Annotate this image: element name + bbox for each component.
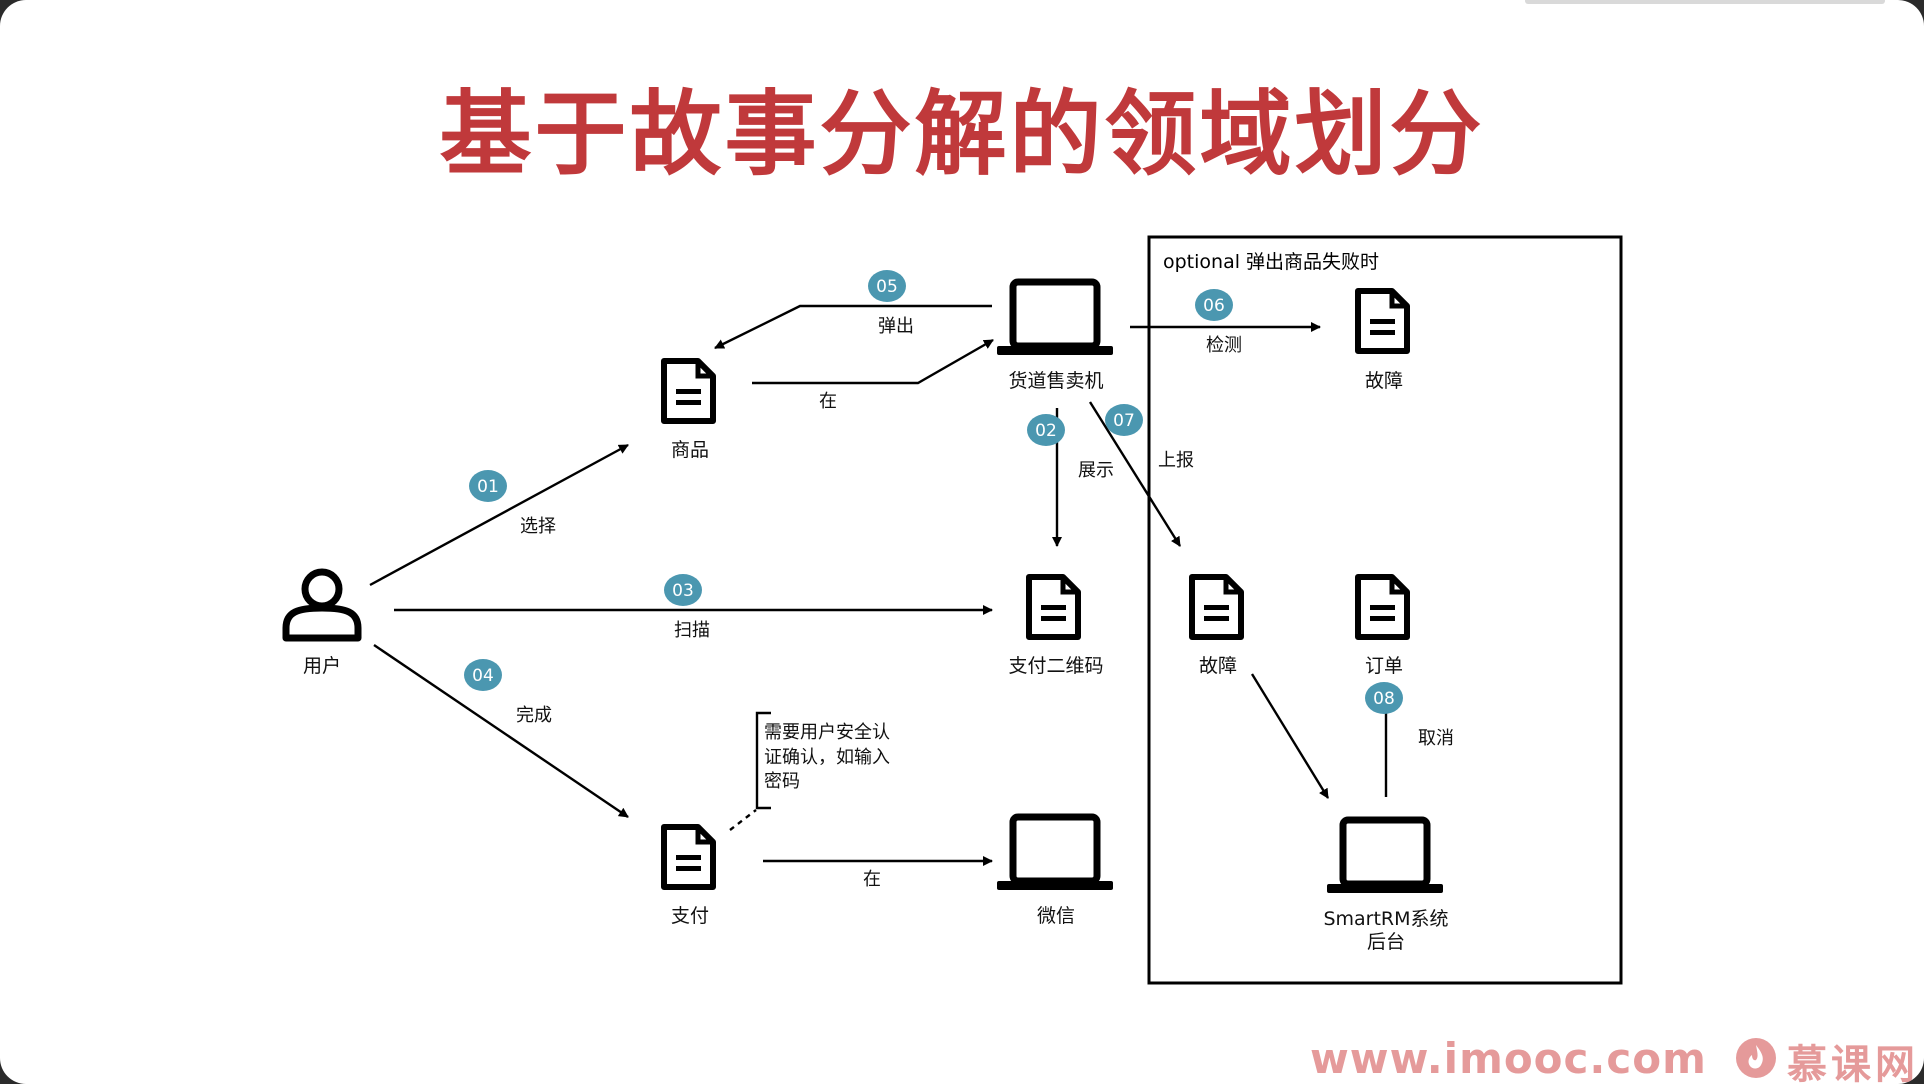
imooc-logo-icon: [1736, 1038, 1776, 1078]
slide-title: 基于故事分解的领域划分: [439, 81, 1485, 188]
optional-frame: [1147, 235, 1623, 985]
goods-document-icon: [664, 361, 713, 421]
node-label-smartrm-line1: SmartRM系统: [1323, 908, 1448, 930]
payment-document-icon: [664, 827, 713, 887]
step-label-report: 上报: [1158, 450, 1194, 471]
step-num-02: 02: [1035, 421, 1057, 441]
arrow-goods-in-machine: [752, 338, 994, 385]
step-label-detect: 检测: [1206, 335, 1242, 356]
arrow-select: [369, 443, 629, 587]
relation-payment-in-wechat: 在: [863, 869, 881, 890]
note-line-1: 需要用户安全认: [764, 722, 890, 743]
vending-machine-laptop-icon: [997, 282, 1113, 355]
optional-frame-label: optional 弹出商品失败时: [1163, 251, 1379, 273]
watermark-brand-text: 慕课网: [1787, 1042, 1919, 1084]
node-label-goods: 商品: [671, 439, 709, 461]
note-line-3: 密码: [764, 771, 800, 792]
relation-goods-in-machine: 在: [819, 391, 837, 412]
note-line-2: 证确认，如输入: [764, 747, 890, 768]
watermark-brand: 慕课网: [1735, 1032, 1919, 1084]
step-num-08: 08: [1373, 689, 1395, 709]
step-num-05: 05: [876, 277, 898, 297]
step-label-display: 展示: [1078, 460, 1114, 481]
step-badge-03: [664, 574, 702, 606]
wechat-laptop-icon: [997, 817, 1113, 890]
note-bracket: [755, 711, 771, 810]
fault-top-document-icon: [1358, 291, 1407, 351]
step-badge-01: [469, 470, 507, 502]
step-label-complete: 完成: [516, 705, 552, 726]
node-label-smartrm-line2: 后台: [1367, 931, 1405, 953]
step-num-03: 03: [672, 581, 694, 601]
step-badge-02: [1027, 414, 1065, 446]
step-badge-08: [1365, 682, 1403, 714]
window-top-bar: [1525, 0, 1885, 4]
step-badge-05: [868, 270, 906, 302]
step-num-07: 07: [1113, 411, 1135, 431]
step-num-04: 04: [472, 666, 494, 686]
step-label-eject: 弹出: [878, 316, 914, 337]
step-badge-07: [1105, 404, 1143, 436]
order-document-icon: [1358, 577, 1407, 637]
smartrm-laptop-icon: [1327, 820, 1443, 893]
node-label-qr-code: 支付二维码: [1008, 655, 1103, 677]
step-badge-06: [1195, 289, 1233, 321]
step-num-06: 06: [1203, 296, 1225, 316]
qr-code-document-icon: [1029, 577, 1078, 637]
node-label-vending-machine: 货道售卖机: [1008, 370, 1103, 392]
node-label-user: 用户: [303, 655, 341, 677]
arrow-complete: [373, 644, 629, 818]
watermark-url: www.imooc.com: [1310, 1034, 1707, 1083]
node-label-fault-inner: 故障: [1199, 655, 1237, 677]
step-badge-04: [464, 659, 502, 691]
node-label-wechat: 微信: [1037, 905, 1075, 927]
node-label-fault-top: 故障: [1365, 370, 1403, 392]
fault-inner-document-icon: [1192, 577, 1241, 637]
node-label-payment: 支付: [671, 905, 709, 927]
step-num-01: 01: [477, 477, 499, 497]
arrow-report: [1088, 401, 1182, 547]
note-connector: [729, 809, 757, 831]
step-label-scan: 扫描: [674, 620, 710, 641]
step-label-cancel: 取消: [1418, 728, 1454, 749]
arrow-eject: [714, 304, 992, 350]
step-label-select: 选择: [520, 516, 556, 537]
user-icon: [282, 568, 362, 642]
node-label-order: 订单: [1365, 655, 1403, 677]
step-badges: [464, 270, 1403, 714]
arrow-fault-to-backend: [1250, 673, 1330, 799]
